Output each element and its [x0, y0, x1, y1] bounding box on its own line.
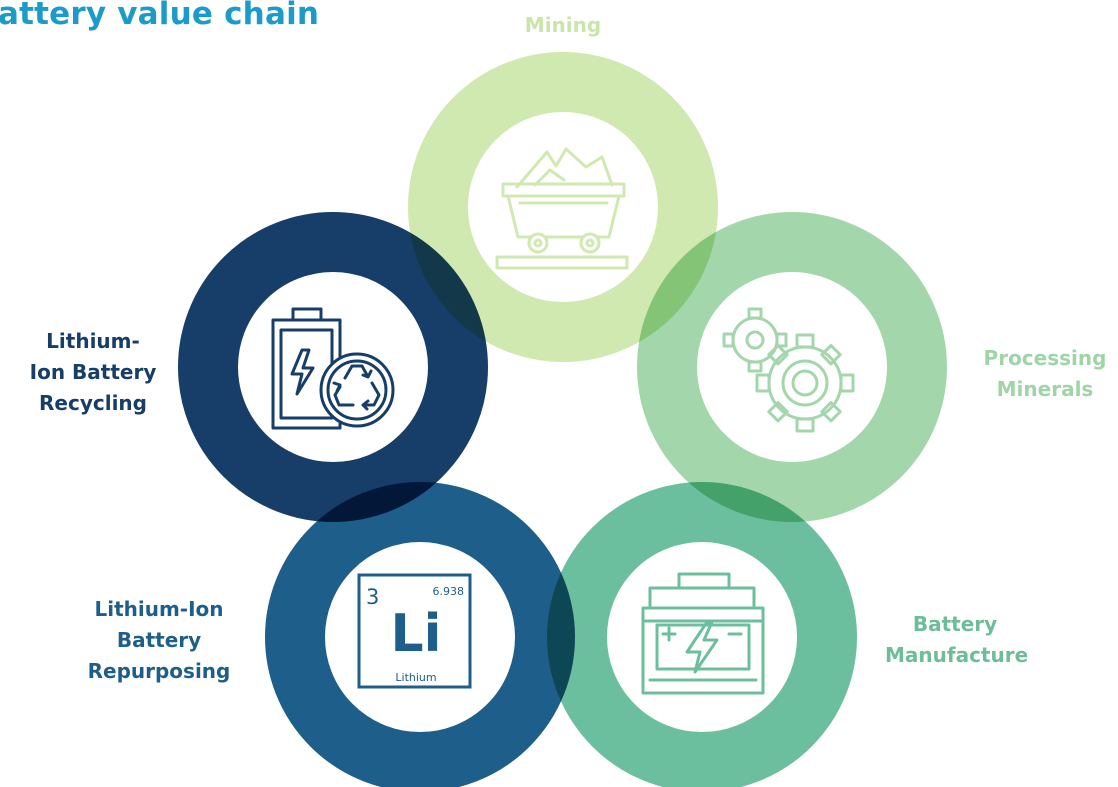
page-title: attery value chain [0, 0, 320, 32]
manufacture-label-line: Battery [912, 612, 998, 636]
repurposing-label-line: Lithium-Ion [94, 597, 224, 621]
car-battery-icon [641, 572, 765, 695]
manufacture-ring [547, 482, 857, 787]
battery-recycle-icon [271, 307, 395, 430]
recycling-label: Lithium- Ion Battery Recycling [18, 326, 168, 419]
processing-label: Processing Minerals [970, 343, 1118, 405]
element-mass: 6.938 [433, 585, 465, 598]
processing-label-line: Processing [983, 346, 1107, 370]
repurposing-label: Lithium-Ion Battery Repurposing [74, 594, 244, 687]
processing-ring [637, 212, 947, 522]
mining-label: Mining [503, 10, 623, 41]
recycling-label-line: Recycling [39, 391, 147, 415]
repurposing-label-line: Battery [116, 628, 202, 652]
element-name: Lithium [395, 671, 436, 684]
element-symbol: Li [391, 604, 442, 664]
manufacture-label: Battery Manufacture [885, 609, 1029, 671]
mine-cart-icon [495, 147, 629, 270]
manufacture-label-line: Manufacture [885, 643, 1029, 667]
processing-label-line: Minerals [996, 377, 1094, 401]
mining-ring [408, 52, 718, 362]
recycling-label-line: Ion Battery [29, 360, 157, 384]
recycling-ring [178, 212, 488, 522]
mining-label-line: Mining [524, 13, 602, 37]
element-number: 3 [366, 585, 379, 609]
repurposing-ring [265, 482, 575, 787]
recycling-label-line: Lithium- [46, 329, 140, 353]
repurposing-label-line: Repurposing [87, 659, 231, 683]
gears-icon [722, 307, 855, 433]
lithium-element-icon: 3 6.938 Li Lithium [357, 573, 472, 689]
